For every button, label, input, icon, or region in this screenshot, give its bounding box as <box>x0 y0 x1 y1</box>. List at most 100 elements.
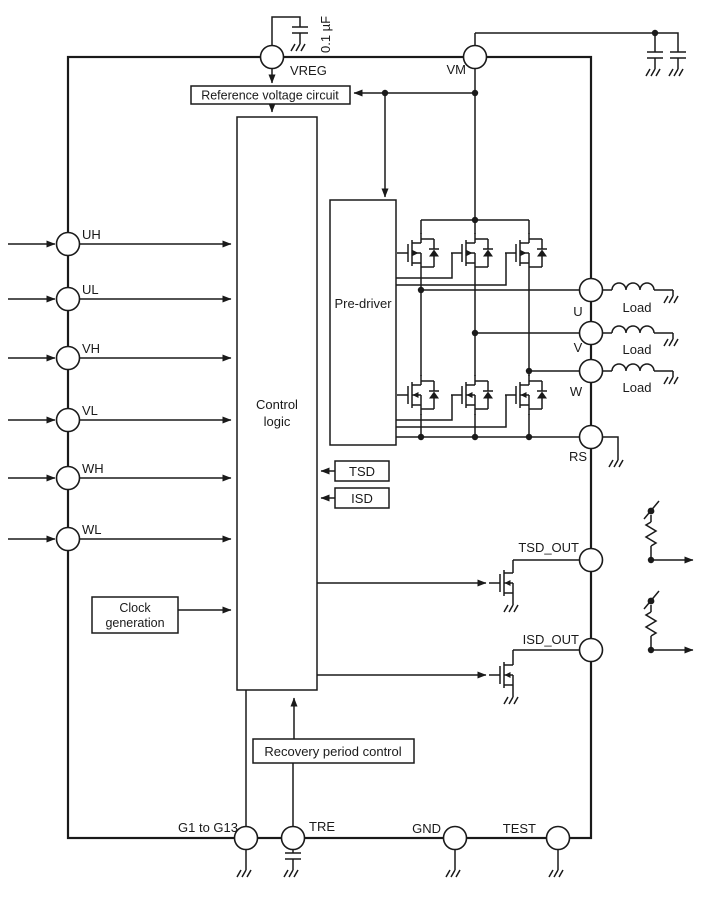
junction-dot <box>471 329 479 337</box>
ground-symbol <box>548 867 564 878</box>
isd-out-stage <box>317 590 694 705</box>
ground-symbol <box>503 602 519 613</box>
junction-dot <box>647 556 655 564</box>
junction-dot <box>525 433 533 441</box>
pin-uh <box>55 231 81 257</box>
tsd-out-stage <box>317 500 694 613</box>
ground-symbol <box>503 694 519 705</box>
ground-symbol <box>608 457 624 468</box>
pin-wh-label: WH <box>82 461 104 476</box>
load-label-v: Load <box>623 342 652 357</box>
block-control-logic-label-2: logic <box>264 414 291 429</box>
load-circuit-u: Load <box>591 282 679 315</box>
block-pre-driver-label: Pre-driver <box>334 296 392 311</box>
pin-vh-label: VH <box>82 341 100 356</box>
ground-symbol <box>283 867 299 878</box>
pin-wh <box>55 465 81 491</box>
block-reference-voltage: Reference voltage circuit <box>190 85 351 105</box>
fet-tsd-out <box>488 562 514 604</box>
pin-vm-label: VM <box>447 62 467 77</box>
block-clock-generation: Clock generation <box>91 596 232 634</box>
block-recovery-period-control: Recovery period control <box>252 697 415 764</box>
load-circuit-w: Load <box>591 363 679 395</box>
block-clock-label-2: generation <box>105 616 164 630</box>
inductor-u <box>611 282 655 291</box>
pin-tre <box>280 825 306 851</box>
block-reference-label: Reference voltage circuit <box>201 89 339 103</box>
ground-symbol <box>663 374 679 385</box>
load-circuit-v: Load <box>591 325 679 357</box>
junction-dot <box>417 286 425 294</box>
junction-dot <box>647 646 655 654</box>
pin-rs <box>578 424 604 450</box>
ground-symbol <box>663 293 679 304</box>
bottom-wiring <box>236 690 564 878</box>
pin-vl-label: VL <box>82 403 98 418</box>
ground-symbol <box>236 867 252 878</box>
fet-isd-out <box>488 654 514 696</box>
ground-symbol <box>445 867 461 878</box>
block-tsd-label: TSD <box>349 464 375 479</box>
pin-uh-label: UH <box>82 227 101 242</box>
supply-wiring <box>268 69 479 220</box>
load-label-u: Load <box>623 300 652 315</box>
block-isd-label: ISD <box>351 491 373 506</box>
pin-w-label: W <box>570 384 583 399</box>
junction-dot <box>381 89 389 97</box>
pin-u <box>578 277 604 303</box>
fet-low-side-v <box>450 374 494 416</box>
input-wiring <box>8 240 232 543</box>
fet-low-side-u <box>396 374 440 416</box>
junction-dot <box>471 89 479 97</box>
ground-symbol <box>663 336 679 347</box>
pin-u-label: U <box>573 304 582 319</box>
junction-dot <box>417 433 425 441</box>
block-recovery-label: Recovery period control <box>264 744 401 759</box>
inductor-w <box>611 363 655 372</box>
cap-value-label: 0.1 µF <box>318 16 333 53</box>
pin-labels: VREG VM 0.1 µF UH UL VH VL WH WL U V W R… <box>82 16 587 836</box>
vreg-capacitor-circuit <box>271 16 308 52</box>
pin-tre-label: TRE <box>309 819 335 834</box>
pin-g1-g13-label: G1 to G13 <box>178 820 238 835</box>
fet-high-side-w <box>504 232 548 274</box>
pin-vreg <box>259 44 285 70</box>
pin-test <box>545 825 571 851</box>
load-label-w: Load <box>623 380 652 395</box>
pin-tsd-out <box>578 547 604 573</box>
pin-vh <box>55 345 81 371</box>
pin-tsd-out-label: TSD_OUT <box>518 540 579 555</box>
ground-symbol <box>290 41 306 52</box>
power-bridge <box>396 216 591 441</box>
pin-isd-out <box>578 637 604 663</box>
fet-high-side-u <box>396 232 440 274</box>
pin-vm <box>462 44 488 70</box>
pin-gnd <box>442 825 468 851</box>
pin-test-label: TEST <box>503 821 536 836</box>
ground-symbol <box>668 66 684 77</box>
pin-v-label: V <box>574 340 583 355</box>
pin-w <box>578 358 604 384</box>
block-clock-label-1: Clock <box>119 601 151 615</box>
junction-dot <box>525 367 533 375</box>
fet-low-side-w <box>504 374 548 416</box>
block-control-logic: Control logic <box>236 116 318 691</box>
pin-isd-out-label: ISD_OUT <box>523 632 579 647</box>
pin-rs-label: RS <box>569 449 587 464</box>
pin-vl <box>55 407 81 433</box>
junction-dot <box>471 433 479 441</box>
ground-symbol <box>645 66 661 77</box>
pin-ul <box>55 286 81 312</box>
block-isd: ISD <box>320 487 390 509</box>
block-control-logic-label-1: Control <box>256 397 298 412</box>
block-tsd: TSD <box>320 460 390 482</box>
pin-g1-g13 <box>233 825 259 851</box>
block-pre-driver: Pre-driver <box>329 199 397 446</box>
junction-dot <box>471 216 479 224</box>
pin-gnd-label: GND <box>412 821 441 836</box>
fet-high-side-v <box>450 232 494 274</box>
pin-ul-label: UL <box>82 282 99 297</box>
vm-capacitor-circuit <box>474 29 686 77</box>
